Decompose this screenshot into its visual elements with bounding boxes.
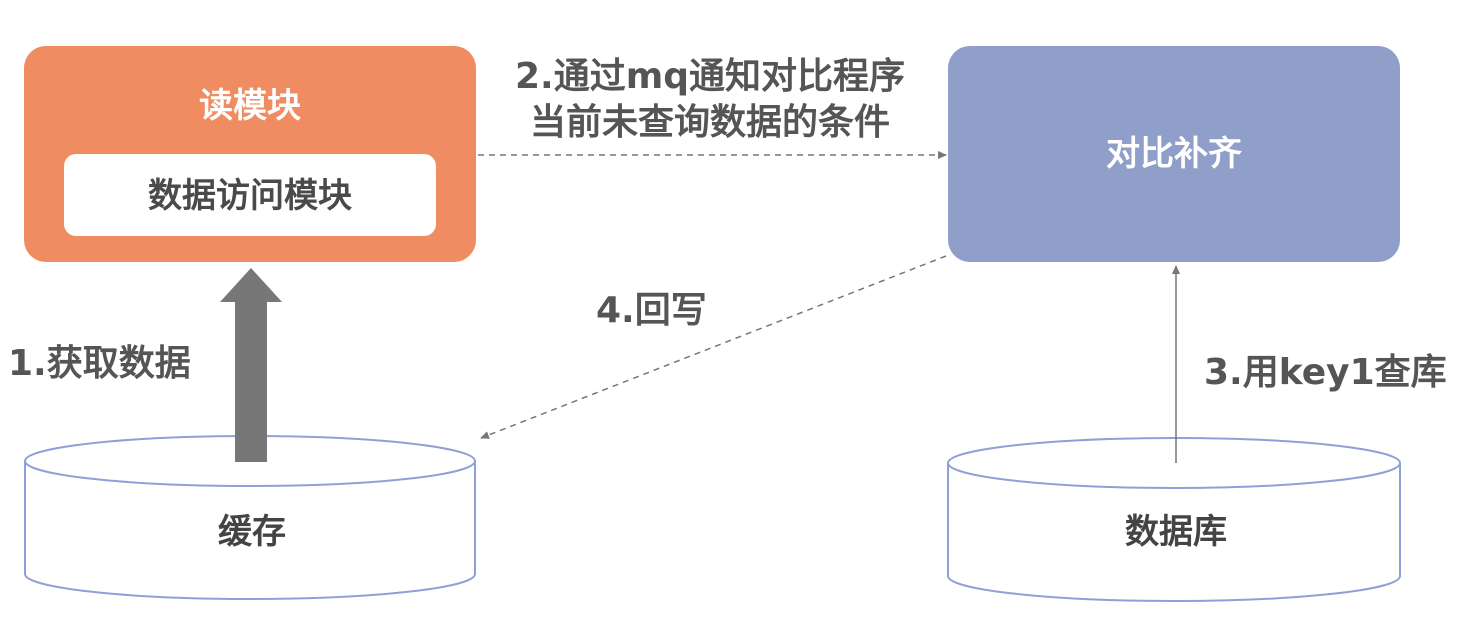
step4-label: 4.回写 [596, 290, 707, 331]
database-label: 数据库 [1125, 512, 1227, 552]
compare-module-box [948, 46, 1400, 262]
cache-cylinder: 缓存 [24, 435, 476, 600]
read-module: 读模块 数据访问模块 [24, 46, 476, 262]
step2-label-line2: 当前未查询数据的条件 [530, 102, 890, 143]
step3-label: 3.用key1查库 [1204, 352, 1447, 393]
read-module-title: 读模块 [199, 86, 301, 126]
database-cylinder: 数据库 [947, 437, 1401, 602]
compare-module-title: 对比补齐 [1106, 134, 1242, 174]
cache-label: 缓存 [218, 512, 286, 552]
fetch-data-arrow [220, 268, 282, 462]
step2-label-line1: 2.通过mq通知对比程序 [515, 56, 905, 97]
data-access-module-box [64, 154, 436, 236]
data-access-module-label: 数据访问模块 [148, 176, 352, 216]
database-cylinder-body [947, 463, 1401, 602]
compare-module: 对比补齐 [948, 46, 1400, 262]
database-cylinder-top [947, 437, 1401, 489]
write-back-arrow [480, 255, 947, 439]
step1-label: 1.获取数据 [8, 343, 191, 384]
cache-cylinder-body [24, 461, 476, 600]
